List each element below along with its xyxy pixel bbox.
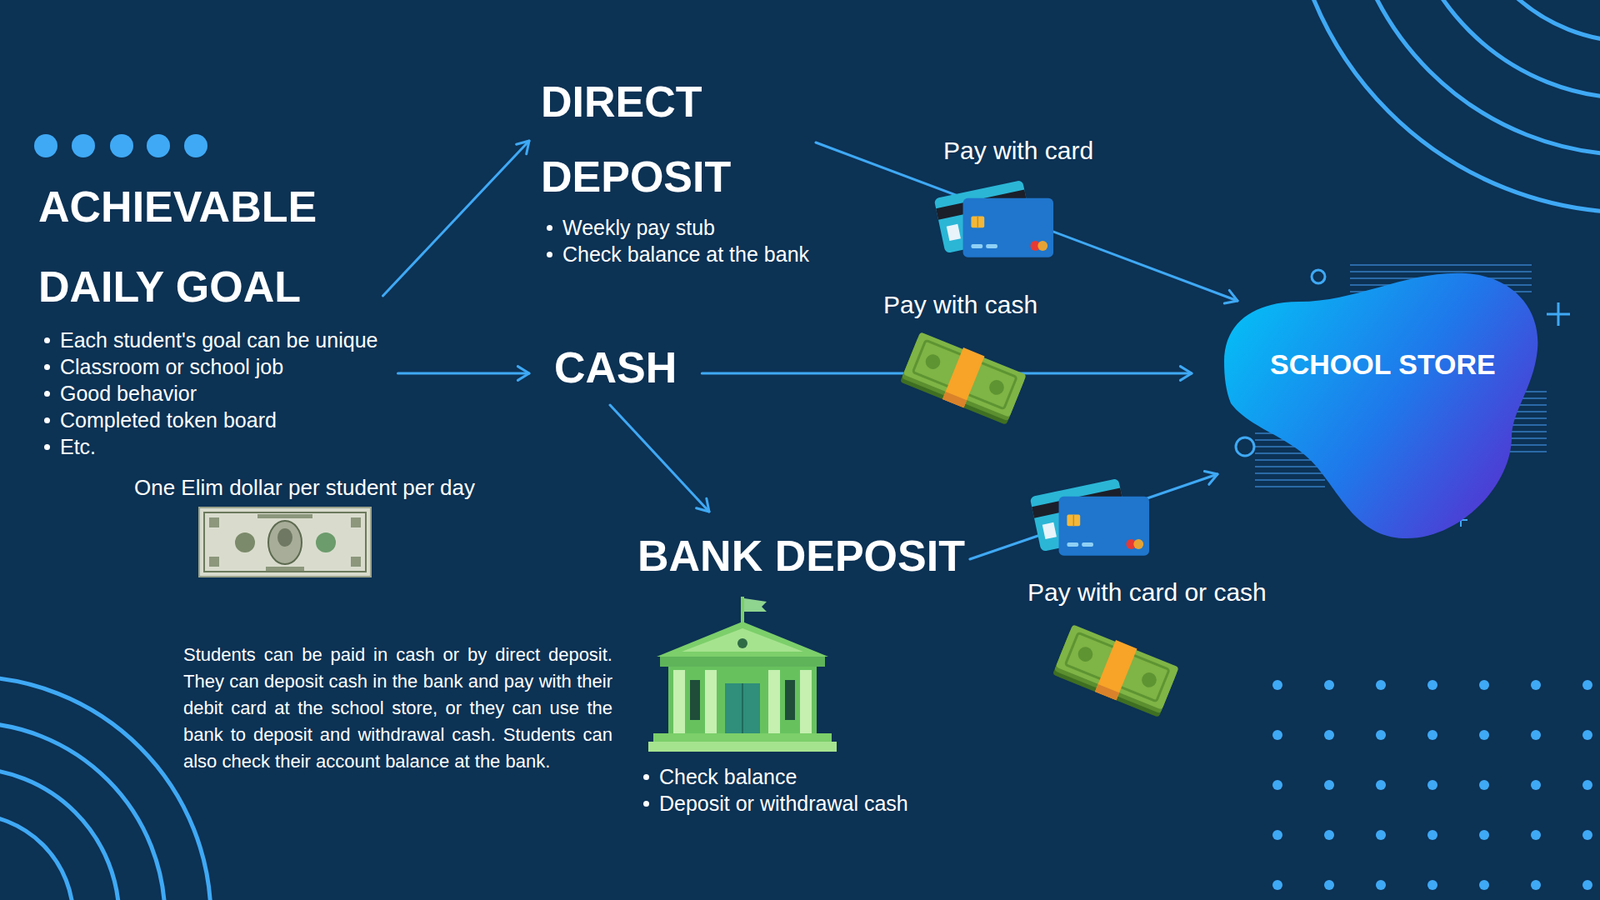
label-holder: Students can be paid in cash or by direc… [183, 641, 613, 775]
store-blob: SCHOOL STORE [1224, 270, 1541, 541]
bullet-item: Check balance at the bank [540, 240, 810, 268]
flow-arrow [383, 140, 530, 296]
node-heading: ACHIEVABLE DAILY GOAL [38, 166, 372, 327]
arrow-head [1224, 290, 1238, 304]
bullet-item: Each student's goal can be unique [38, 326, 378, 354]
cash-icon [900, 330, 1027, 425]
arrow-head [517, 366, 530, 381]
note-text: One Elim dollar per student per day [134, 474, 475, 501]
arrow-line [970, 474, 1218, 560]
bullet-item: Deposit or withdrawal cash [637, 790, 965, 817]
card-icon [1030, 478, 1150, 556]
node-heading: SCHOOL STORE [1270, 347, 1496, 381]
arrow-line [610, 405, 710, 512]
edge-label: Pay with card [943, 136, 1094, 165]
bank-building [648, 596, 837, 752]
dot-row [34, 134, 208, 158]
arrow-head [696, 498, 710, 512]
bullet-item: Completed token board [38, 406, 378, 434]
node-heading: CASH [554, 341, 677, 394]
dot-grid [1251, 660, 1600, 900]
label-holder: One Elim dollar per student per day [95, 474, 513, 501]
label-holder: Pay with card [943, 136, 1094, 165]
flow-arrow [610, 405, 710, 512]
bullet-item: Good behavior [38, 380, 378, 407]
bullet-item: Etc. [38, 433, 378, 460]
label-holder: Pay with cash [883, 290, 1038, 320]
corner-arcs [0, 676, 211, 900]
blob-shape [1224, 270, 1541, 541]
bullet-item: Check balance [637, 763, 965, 790]
blob-outline [1224, 273, 1538, 539]
edge-label: Pay with card or cash [1027, 578, 1267, 607]
text-node: DIRECT DEPOSITWeekly pay stubCheck balan… [540, 64, 810, 268]
bullet-item: Classroom or school job [38, 353, 378, 380]
edge-label: Pay with cash [883, 290, 1038, 320]
flow-arrow [970, 471, 1218, 560]
node-heading: BANK DEPOSIT [637, 530, 965, 582]
text-node: BANK DEPOSIT Check balanceDeposit or with… [637, 530, 965, 817]
arrow-head [1204, 471, 1218, 485]
flow-arrow [398, 366, 530, 381]
dollar-bill [199, 507, 371, 577]
text-node: ACHIEVABLE DAILY GOALEach student's goal… [38, 166, 378, 460]
arrow-line [383, 140, 530, 296]
arrow-head [516, 140, 530, 155]
cash-icon [1052, 622, 1180, 717]
bullet-item: Weekly pay stub [540, 214, 810, 241]
corner-arcs [1287, 0, 1600, 213]
explanation-text: Students can be paid in cash or by direc… [183, 641, 613, 775]
label-holder: Pay with card or cash [1027, 578, 1267, 607]
arrow-line [815, 142, 1238, 301]
card-icon [934, 180, 1054, 258]
flow-arrow [815, 142, 1238, 304]
text-node: CASH [554, 341, 677, 394]
arrow-head [1180, 366, 1192, 381]
arrow-line [398, 372, 530, 375]
node-heading: DIRECT DEPOSIT [540, 64, 791, 215]
